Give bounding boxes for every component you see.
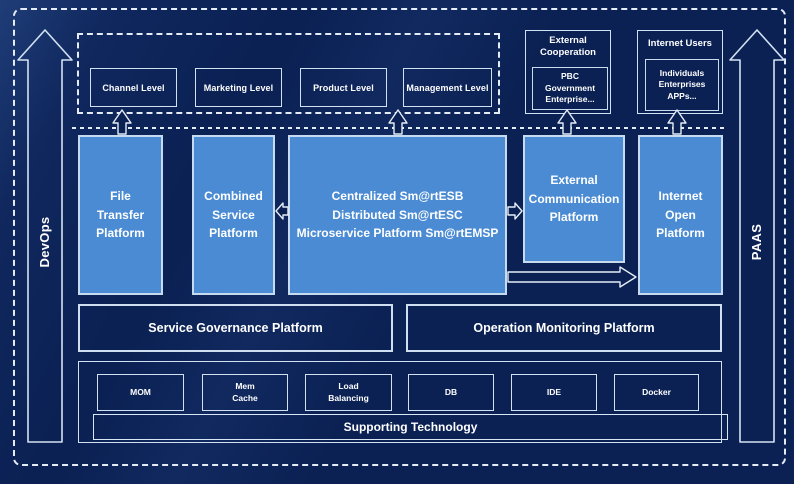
devops-rail-label: DevOps <box>37 216 52 268</box>
up-arrow-icon <box>667 109 687 135</box>
up-arrow-icon <box>388 109 408 135</box>
tech-box-mom: MOM <box>97 374 184 411</box>
external-cooperation-title: External Cooperation <box>540 35 596 58</box>
product-level-box: Product Level <box>300 68 387 107</box>
tech-box-docker: Docker <box>614 374 699 411</box>
internet-users-box: Internet Users Individuals Enterprises A… <box>637 30 723 114</box>
left-arrow-icon <box>275 202 289 220</box>
up-arrow-icon <box>557 109 577 135</box>
operation-monitoring-platform-box: Operation Monitoring Platform <box>406 304 722 352</box>
devops-up-arrow-icon <box>17 29 73 443</box>
tech-box-load-balancing: Load Balancing <box>305 374 392 411</box>
external-communication-platform-box: External Communication Platform <box>523 135 625 263</box>
supporting-layer-border <box>78 361 722 443</box>
marketing-level-box: Marketing Level <box>195 68 282 107</box>
external-cooperation-members-box: PBC Government Enterprise... <box>532 67 608 110</box>
tech-box-db: DB <box>408 374 494 411</box>
esb-line: Centralized Sm@rtESB <box>331 189 464 204</box>
esb-platform-box: Centralized Sm@rtESB Distributed Sm@rtES… <box>288 135 507 295</box>
esb-to-internet-open-arrow-icon <box>507 266 637 288</box>
paas-up-arrow-icon <box>729 29 785 443</box>
management-level-box: Management Level <box>403 68 492 107</box>
paas-rail-label: PAAS <box>749 223 764 261</box>
esb-line: Distributed Sm@rtESC <box>332 207 463 222</box>
combined-service-platform-box: Combined Service Platform <box>192 135 275 295</box>
up-arrow-icon <box>112 109 132 135</box>
file-transfer-platform-box: File Transfer Platform <box>78 135 163 295</box>
internet-users-title: Internet Users <box>648 38 712 49</box>
supporting-technology-bar: Supporting Technology <box>93 414 728 440</box>
internet-open-platform-box: Internet Open Platform <box>638 135 723 295</box>
tech-box-ide: IDE <box>511 374 597 411</box>
diagram-outer-border <box>13 8 786 466</box>
esb-line: Microservice Platform Sm@rtEMSP <box>296 226 499 241</box>
levels-group-border <box>77 33 500 114</box>
tech-box-mem-cache: Mem Cache <box>202 374 288 411</box>
internet-users-members-box: Individuals Enterprises APPs... <box>645 59 719 111</box>
right-arrow-icon <box>507 202 523 220</box>
external-cooperation-box: External Cooperation PBC Government Ente… <box>525 30 611 114</box>
service-governance-platform-box: Service Governance Platform <box>78 304 393 352</box>
channel-level-box: Channel Level <box>90 68 177 107</box>
